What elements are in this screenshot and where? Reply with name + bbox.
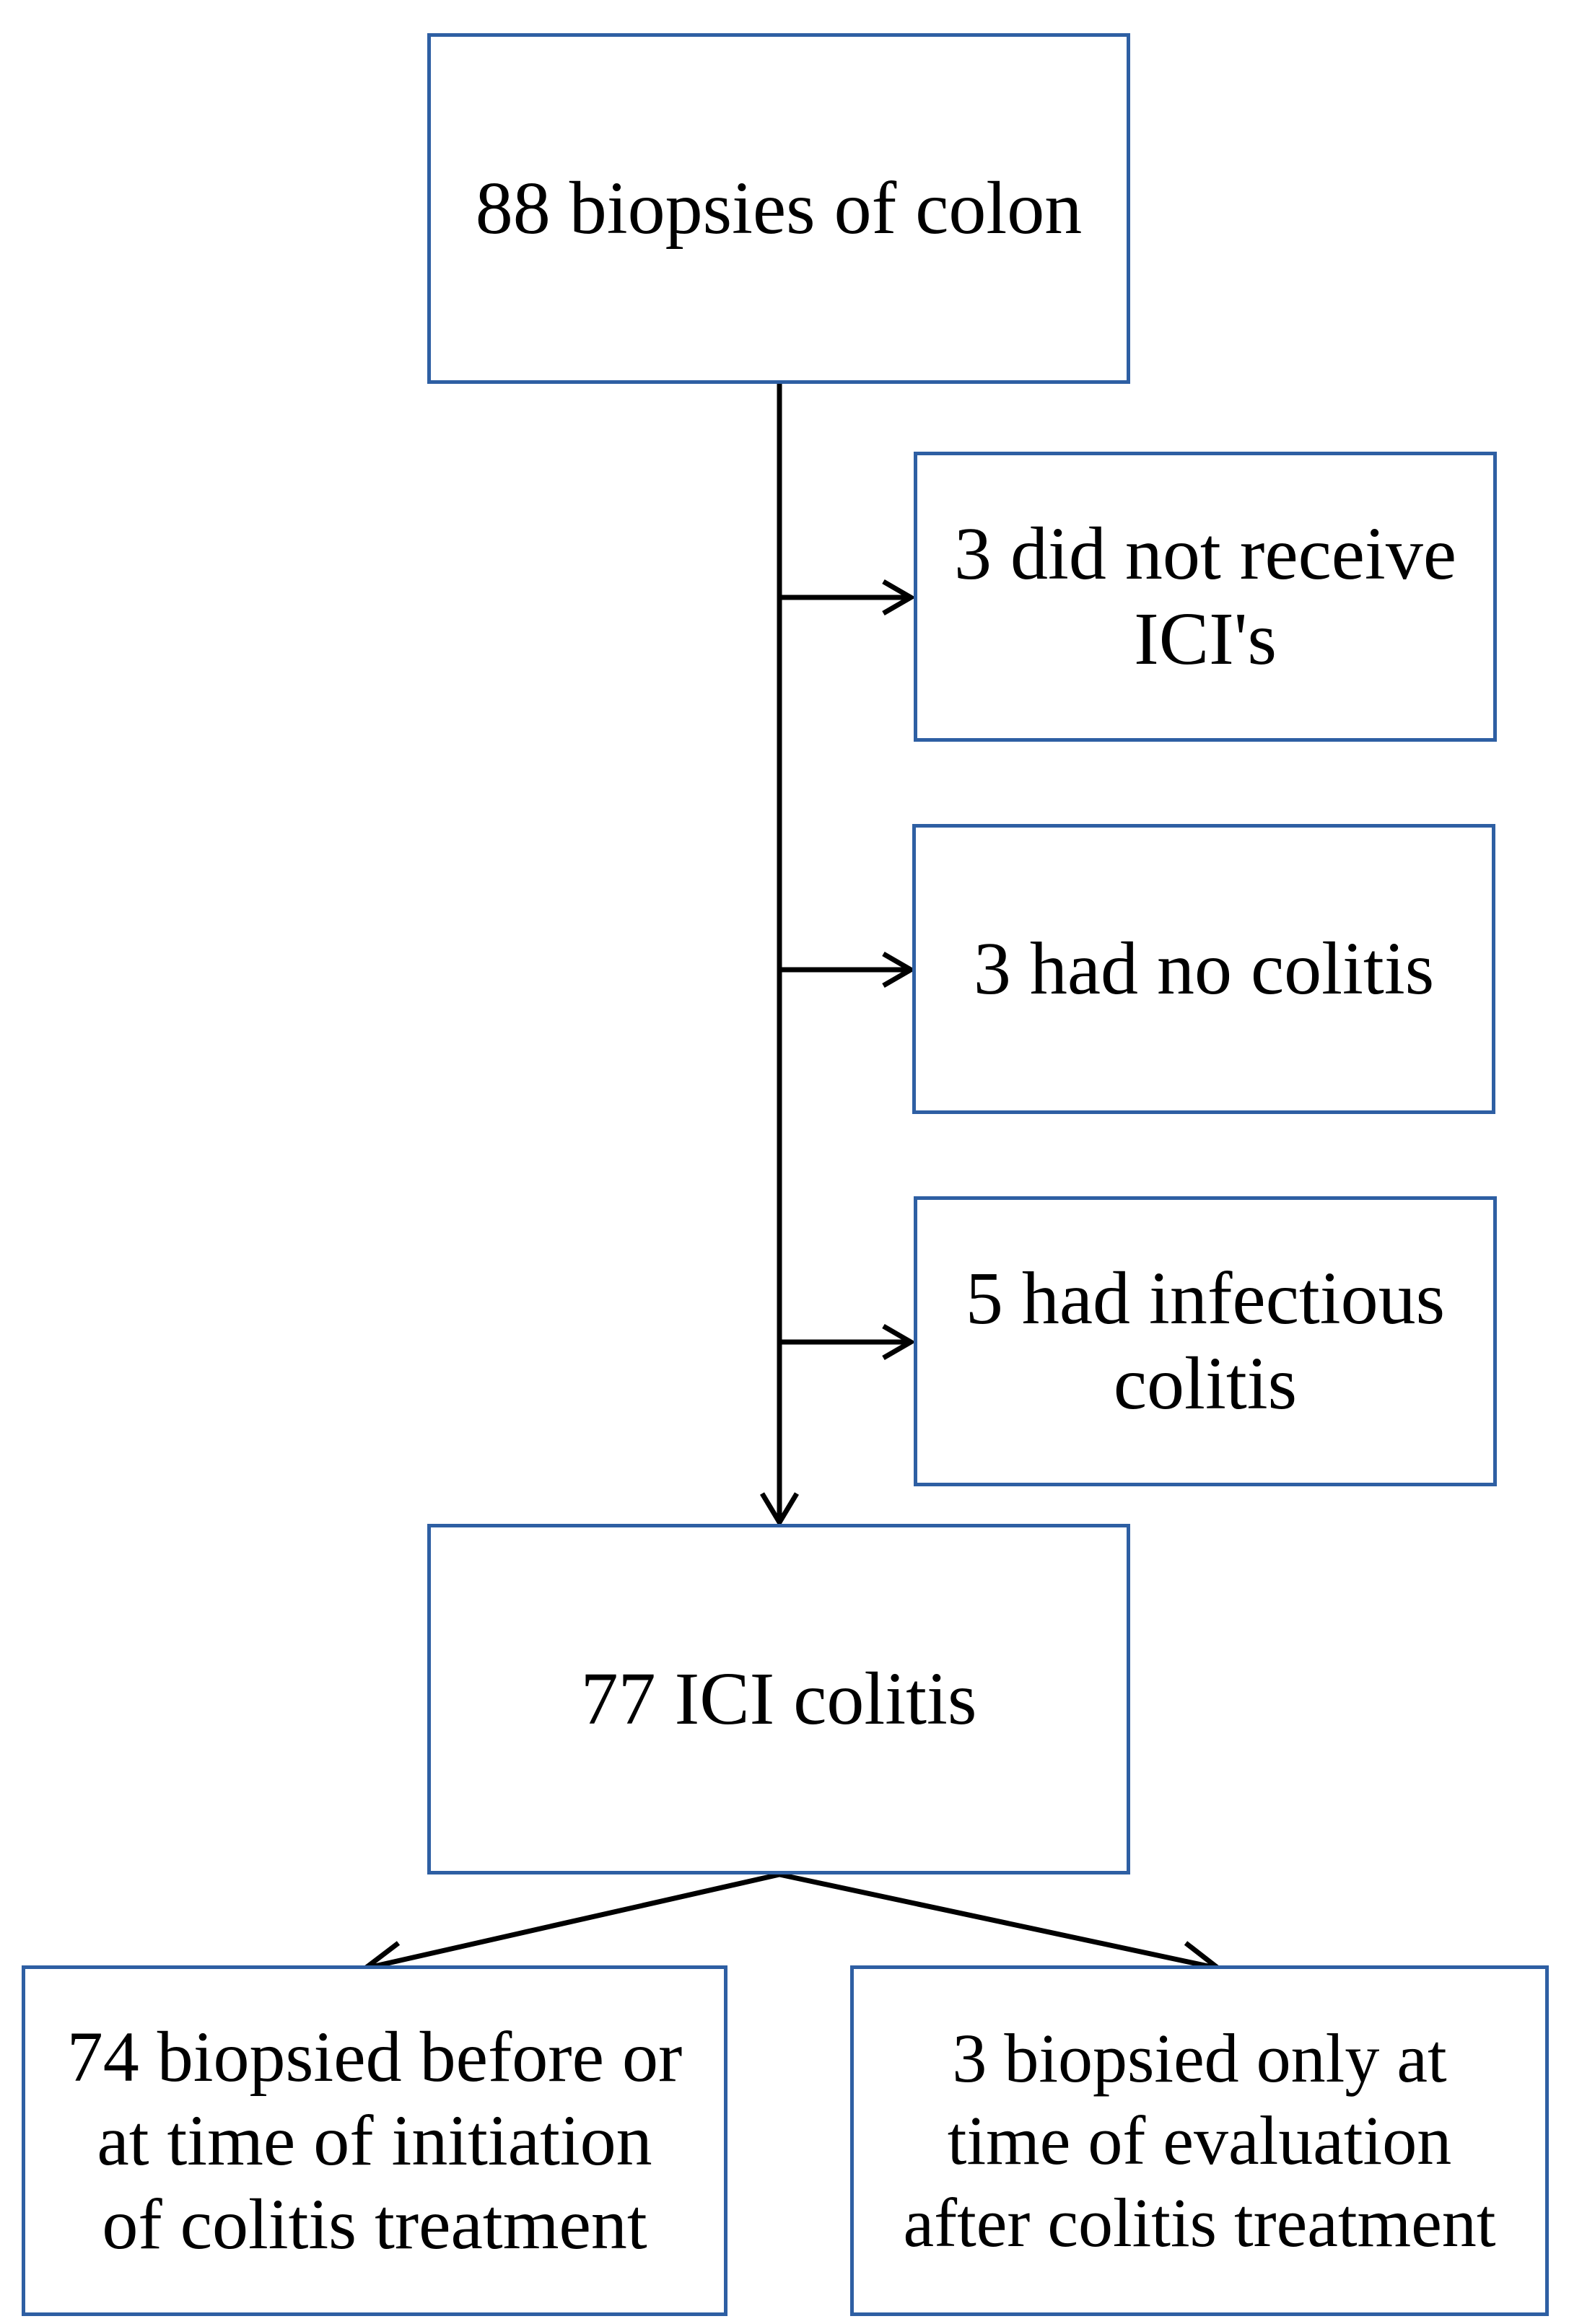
split-arrow-left: [364, 1872, 780, 1971]
exclusion-no-colitis-text: 3 had no colitis: [973, 927, 1435, 1010]
branch-arrowhead-infectious: [882, 1323, 916, 1361]
start-box-text: 88 biopsies of colon: [475, 167, 1083, 250]
exclusion-box-no-ici: 3 did not receive ICI's: [914, 452, 1497, 742]
exclusion-no-ici-text: 3 did not receive ICI's: [954, 512, 1456, 680]
after-treatment-text: 3 biopsied only at time of evaluation af…: [903, 2020, 1496, 2261]
ici-colitis-box: 77 ICI colitis: [427, 1524, 1130, 1874]
exclusion-infectious-text: 5 had infectious colitis: [965, 1257, 1446, 1425]
branch-arrowhead-no-colitis: [882, 951, 916, 988]
before-treatment-box: 74 biopsied before or at time of initiat…: [22, 1965, 727, 2316]
before-treatment-text: 74 biopsied before or at time of initiat…: [66, 2017, 683, 2264]
trunk-arrowhead: [759, 1492, 800, 1527]
start-box: 88 biopsies of colon: [427, 33, 1130, 384]
after-treatment-box: 3 biopsied only at time of evaluation af…: [850, 1965, 1549, 2316]
ici-colitis-text: 77 ICI colitis: [580, 1657, 977, 1740]
exclusion-box-no-colitis: 3 had no colitis: [912, 824, 1495, 1114]
exclusion-box-infectious: 5 had infectious colitis: [914, 1196, 1497, 1486]
split-arrow-right: [779, 1872, 1219, 1971]
branch-arrowhead-no-ici: [882, 579, 916, 616]
